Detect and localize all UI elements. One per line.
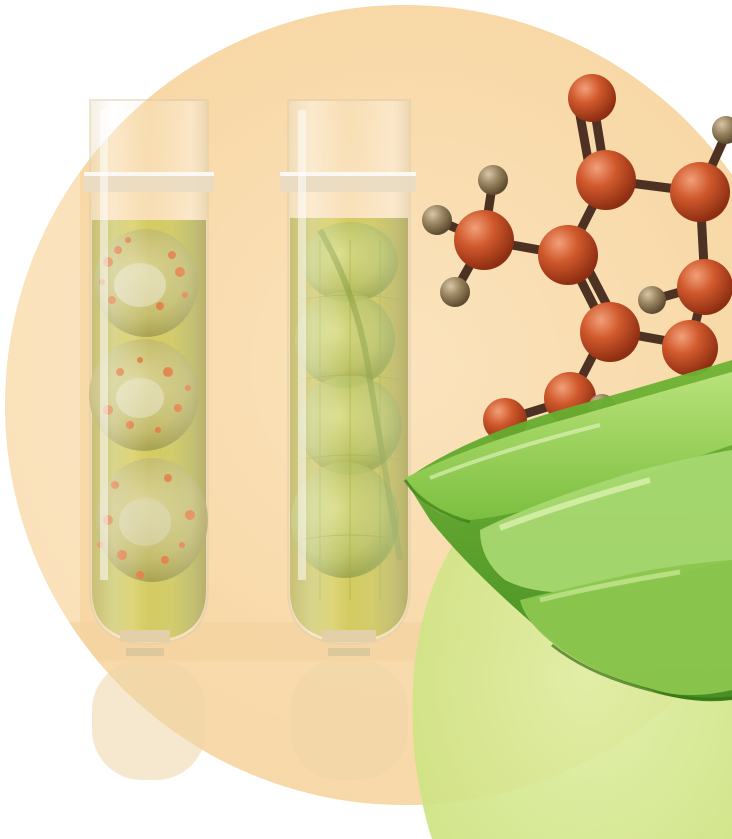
aloe-leaf (403, 360, 732, 702)
left-test-tube (84, 99, 214, 780)
right-test-tube (280, 99, 416, 780)
